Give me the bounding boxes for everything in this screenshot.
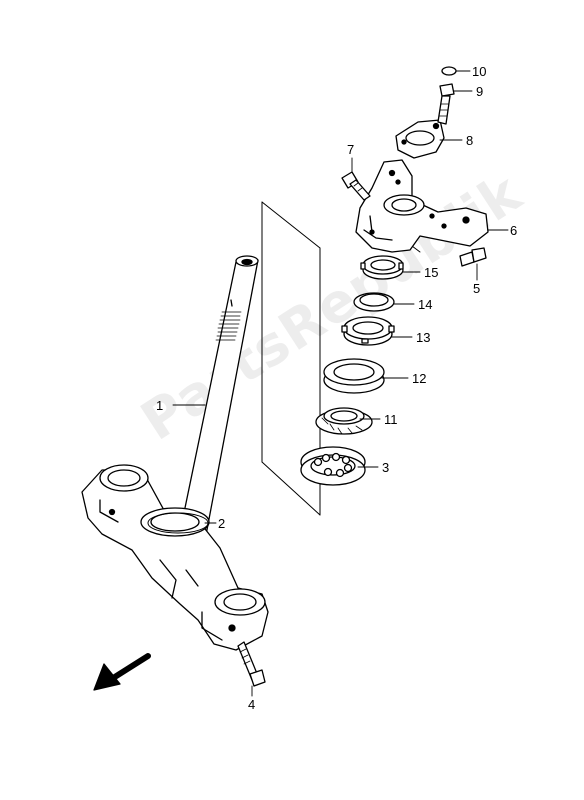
callout-4: 4 xyxy=(248,697,256,712)
callout-7: 7 xyxy=(347,142,355,157)
front-direction-arrow xyxy=(93,653,151,691)
nut-part-13 xyxy=(341,316,395,346)
bearing-part-3 xyxy=(300,446,366,486)
callout-3: 3 xyxy=(382,460,390,475)
leader-lines xyxy=(172,70,509,697)
callout-8: 8 xyxy=(466,133,474,148)
bolt-part-4 xyxy=(237,641,266,687)
cap-part-10 xyxy=(441,66,457,76)
callout-2: 2 xyxy=(218,516,226,531)
nut-part-15 xyxy=(360,255,404,280)
clamp-part-8 xyxy=(395,119,445,159)
callout-14: 14 xyxy=(418,297,433,312)
callout-1: 1 xyxy=(156,398,164,413)
steering-stem-part xyxy=(81,255,269,651)
callout-11: 11 xyxy=(384,412,398,427)
upper-bracket-part-6 xyxy=(355,159,489,253)
bolt-part-5 xyxy=(459,247,487,267)
bolt-part-7 xyxy=(341,171,371,201)
bolt-part-9 xyxy=(437,83,455,125)
callout-6: 6 xyxy=(510,223,518,238)
seal-part-12 xyxy=(323,358,385,394)
callout-13: 13 xyxy=(416,330,431,345)
callout-10: 10 xyxy=(472,64,487,79)
callout-5: 5 xyxy=(473,281,481,296)
callout-12: 12 xyxy=(412,371,427,386)
callout-15: 15 xyxy=(424,265,439,280)
bearing-part-11 xyxy=(315,407,373,435)
callout-9: 9 xyxy=(476,84,484,99)
washer-part-14 xyxy=(353,292,395,312)
